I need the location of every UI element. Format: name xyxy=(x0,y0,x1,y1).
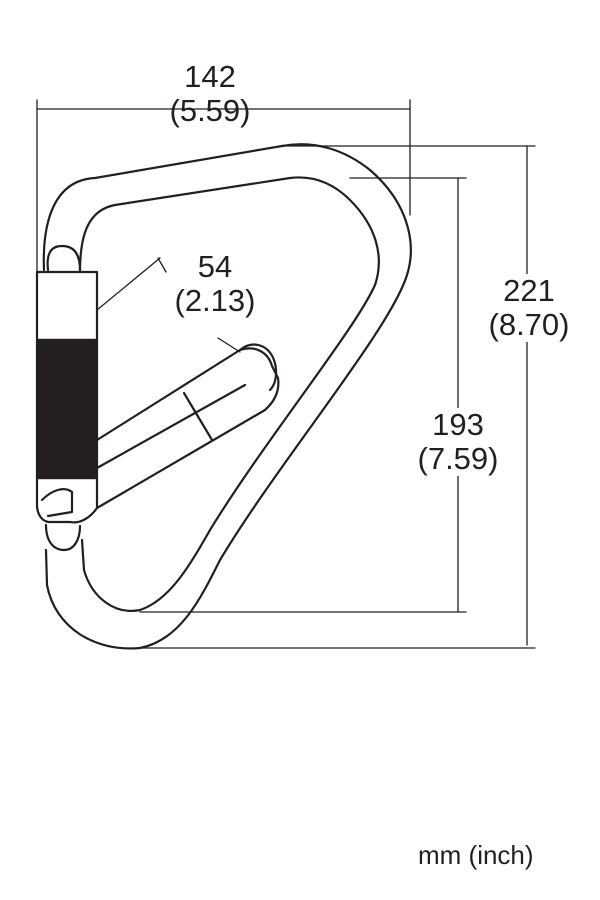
top-rivet xyxy=(46,244,82,272)
sleeve-lower-notch xyxy=(40,488,74,518)
carabiner-outer-outline xyxy=(42,143,412,650)
gate-body xyxy=(95,347,280,510)
height-total-inch: (8.70) xyxy=(488,307,570,342)
gate-opening-leader-lower xyxy=(217,337,241,353)
gate-inner-edge xyxy=(95,383,247,470)
gate-joint-line xyxy=(182,391,214,442)
bottom-rivet xyxy=(44,523,82,552)
height-total-label: 221 (8.70) xyxy=(468,274,590,342)
locking-sleeve-upper xyxy=(35,270,99,342)
locking-sleeve-knurled xyxy=(35,338,99,480)
gate-opening-tick xyxy=(157,257,167,273)
gate-opening-inch: (2.13) xyxy=(174,283,256,318)
width-inch: (5.59) xyxy=(169,93,251,128)
height-total-mm: 221 xyxy=(503,273,555,308)
width-dimension-label: 142 (5.59) xyxy=(150,60,270,128)
gate-opening-leader xyxy=(96,257,161,311)
units-label: mm (inch) xyxy=(418,840,534,870)
gate-opening-mm: 54 xyxy=(197,249,233,284)
height-inner-inch: (7.59) xyxy=(417,441,499,476)
width-mm: 142 xyxy=(184,59,236,94)
gate-opening-label: 54 (2.13) xyxy=(155,250,275,318)
locking-sleeve-lower xyxy=(35,476,99,524)
height-inner-label: 193 (7.59) xyxy=(398,408,518,476)
gate-nose xyxy=(238,343,278,392)
height-inner-mm: 193 xyxy=(432,407,484,442)
carabiner-inner-outline xyxy=(78,176,380,612)
